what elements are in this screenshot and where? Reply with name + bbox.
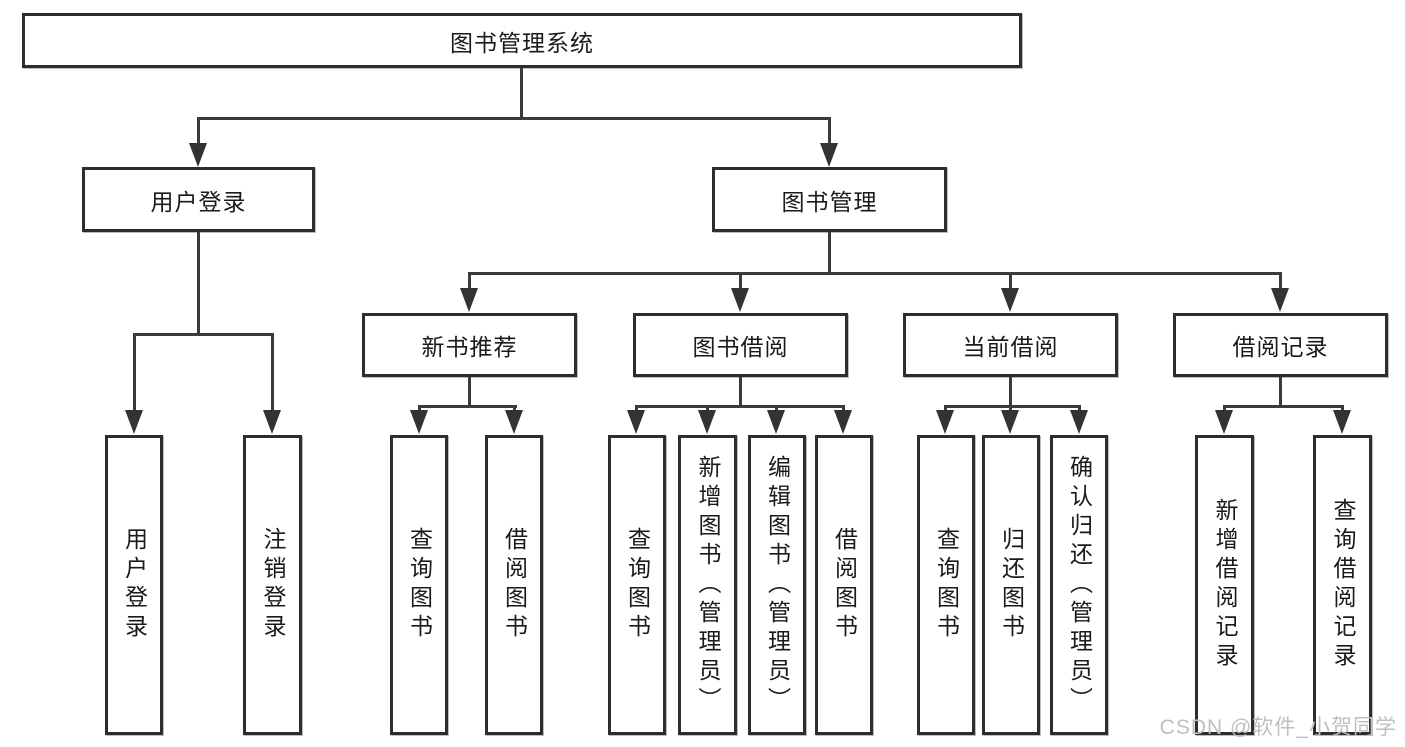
arrowhead-icon <box>698 410 716 434</box>
arrowhead-icon <box>1001 410 1019 434</box>
leaf-logout: 注销登录 <box>243 435 302 735</box>
arrowhead-icon <box>627 410 645 434</box>
node-book-borrow: 图书借阅 <box>633 313 848 377</box>
leaf-add-borrow-record-label: 新增借阅记录 <box>1212 498 1238 672</box>
connector-line <box>271 333 274 413</box>
arrowhead-icon <box>1070 410 1088 434</box>
leaf-edit-book-admin: 编辑图书（管理员） <box>748 435 806 735</box>
leaf-borrow-books-2: 借阅图书 <box>815 435 873 735</box>
leaf-confirm-return-admin: 确认归还（管理员） <box>1050 435 1108 735</box>
leaf-return-book-label: 归还图书 <box>998 527 1025 643</box>
node-current-borrow: 当前借阅 <box>903 313 1118 377</box>
leaf-confirm-return-admin-label: 确认归还（管理员） <box>1066 454 1093 716</box>
leaf-return-book: 归还图书 <box>982 435 1040 735</box>
connector-line <box>1223 405 1343 408</box>
node-new-book-recommend: 新书推荐 <box>362 313 577 377</box>
arrowhead-icon <box>1271 288 1289 312</box>
connector-line <box>1009 272 1012 292</box>
leaf-query-books-3: 查询图书 <box>917 435 975 735</box>
connector-line <box>1009 377 1012 408</box>
arrowhead-icon <box>1001 288 1019 312</box>
connector-line <box>133 333 274 336</box>
leaf-logout-label: 注销登录 <box>260 527 286 643</box>
arrowhead-icon <box>460 288 478 312</box>
leaf-query-books-2-label: 查询图书 <box>624 527 651 643</box>
leaf-add-book-admin: 新增图书（管理员） <box>678 435 737 735</box>
node-book-borrow-label: 图书借阅 <box>692 334 789 360</box>
leaf-borrow-books-1: 借阅图书 <box>485 435 543 735</box>
node-root: 图书管理系统 <box>22 13 1022 68</box>
node-user-login-label: 用户登录 <box>150 188 247 215</box>
arrowhead-icon <box>263 410 281 434</box>
connector-line <box>418 405 517 408</box>
node-root-label: 图书管理系统 <box>450 29 594 56</box>
node-current-borrow-label: 当前借阅 <box>962 334 1059 360</box>
connector-line <box>1279 377 1282 408</box>
leaf-query-books-1-label: 查询图书 <box>406 527 433 643</box>
leaf-add-book-admin-label: 新增图书（管理员） <box>695 454 721 716</box>
arrowhead-icon <box>834 410 852 434</box>
connector-line <box>197 117 200 148</box>
arrowhead-icon <box>767 410 785 434</box>
connector-line <box>468 272 471 292</box>
connector-line <box>133 333 136 413</box>
leaf-query-books-3-label: 查询图书 <box>933 527 960 643</box>
arrowhead-icon <box>410 410 428 434</box>
node-book-management-label: 图书管理 <box>781 188 878 215</box>
connector-line <box>828 232 831 275</box>
arrowhead-icon <box>189 143 207 167</box>
arrowhead-icon <box>505 410 523 434</box>
leaf-edit-book-admin-label: 编辑图书（管理员） <box>764 454 791 716</box>
connector-line <box>828 117 831 148</box>
arrowhead-icon <box>731 288 749 312</box>
node-borrow-records-label: 借阅记录 <box>1232 334 1329 360</box>
connector-line <box>197 117 831 120</box>
arrowhead-icon <box>125 410 143 434</box>
connector-line <box>739 377 742 408</box>
arrowhead-icon <box>820 143 838 167</box>
leaf-user-login-label: 用户登录 <box>121 527 148 643</box>
leaf-query-borrow-record-label: 查询借阅记录 <box>1330 498 1356 672</box>
connector-line <box>944 405 1081 408</box>
arrowhead-icon <box>1215 410 1233 434</box>
connector-line <box>197 232 200 336</box>
node-borrow-records: 借阅记录 <box>1173 313 1388 377</box>
arrowhead-icon <box>936 410 954 434</box>
leaf-query-books-2: 查询图书 <box>608 435 666 735</box>
connector-line <box>739 272 742 292</box>
leaf-borrow-books-1-label: 借阅图书 <box>501 527 528 643</box>
node-new-book-recommend-label: 新书推荐 <box>421 334 518 360</box>
leaf-query-borrow-record: 查询借阅记录 <box>1313 435 1372 735</box>
csdn-watermark: CSDN @软件_小贺同学 <box>1159 716 1397 739</box>
node-book-management: 图书管理 <box>712 167 947 232</box>
arrowhead-icon <box>1333 410 1351 434</box>
connector-line <box>468 272 1282 275</box>
connector-line <box>520 68 523 120</box>
connector-line <box>1279 272 1282 292</box>
node-user-login: 用户登录 <box>82 167 315 232</box>
leaf-query-books-1: 查询图书 <box>390 435 448 735</box>
connector-line <box>635 405 845 408</box>
connector-line <box>468 377 471 408</box>
leaf-borrow-books-2-label: 借阅图书 <box>831 527 858 643</box>
leaf-user-login: 用户登录 <box>105 435 163 735</box>
leaf-add-borrow-record: 新增借阅记录 <box>1195 435 1254 735</box>
